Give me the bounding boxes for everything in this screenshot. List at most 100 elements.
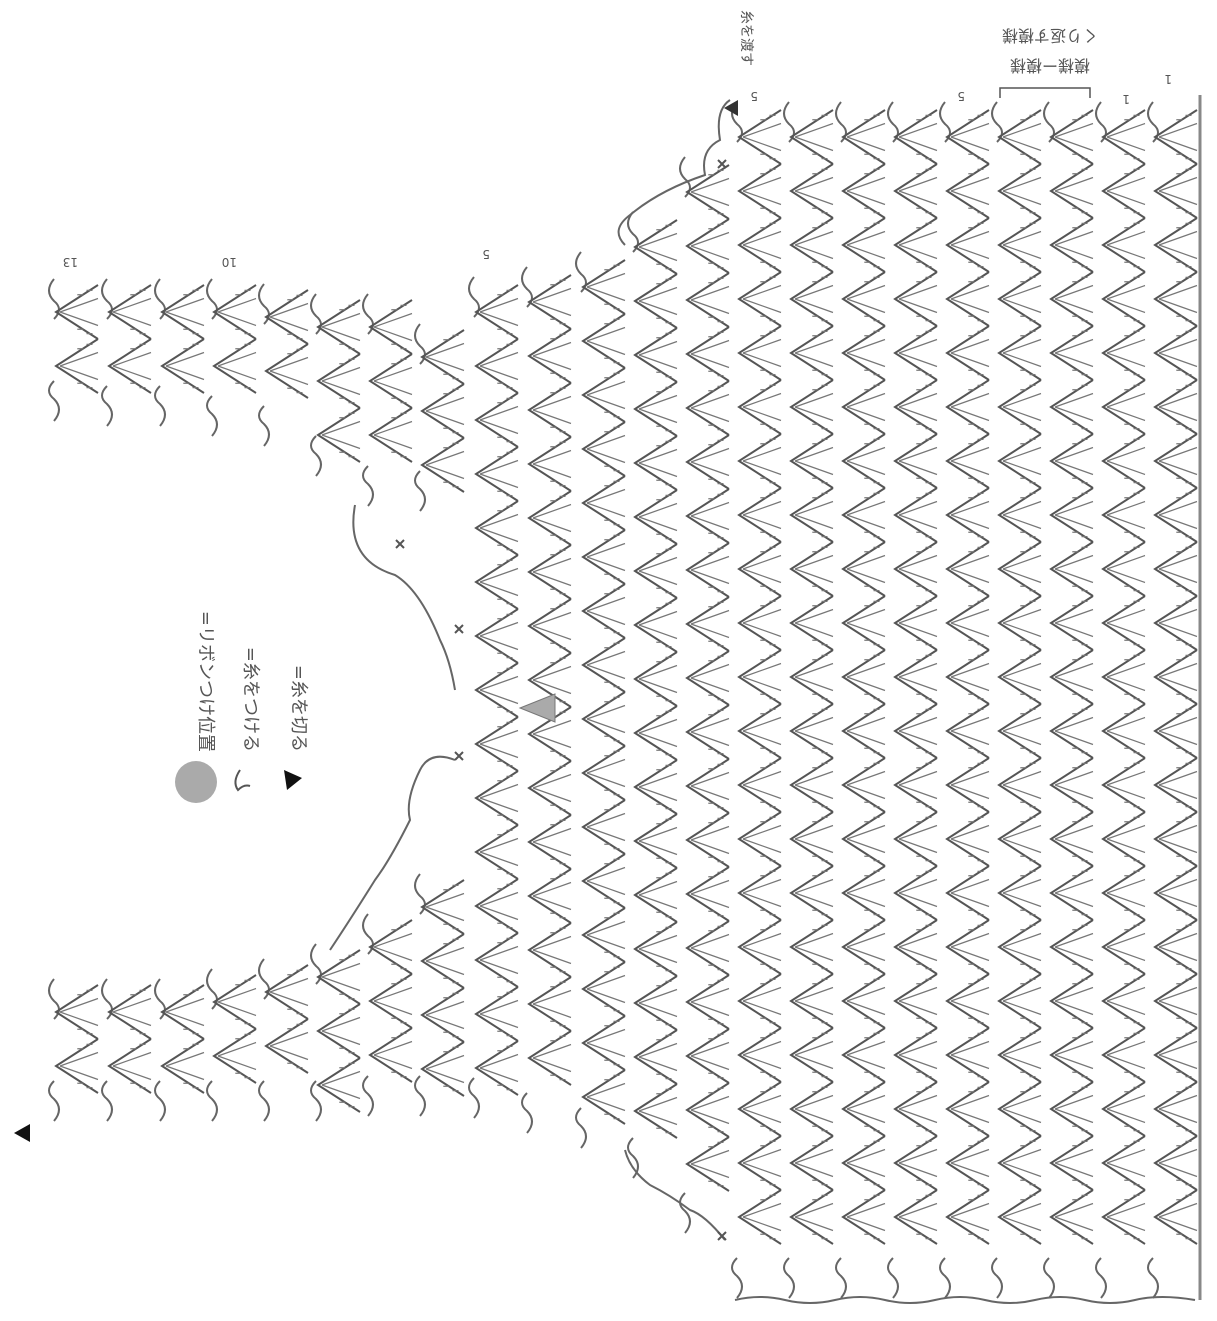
fan-stitch bbox=[895, 920, 937, 974]
fan-stitch bbox=[739, 596, 781, 650]
fan-stitch bbox=[1103, 974, 1145, 1028]
fan-stitch bbox=[318, 1058, 360, 1112]
fan-stitch bbox=[529, 437, 571, 491]
fan-stitch bbox=[1051, 650, 1093, 704]
body-rows bbox=[469, 102, 1197, 1298]
row-label: 13 bbox=[63, 255, 78, 269]
chain-loop bbox=[207, 969, 217, 1121]
fan-stitch bbox=[370, 300, 412, 354]
fan-stitch bbox=[476, 825, 518, 879]
fan-stitch bbox=[266, 344, 308, 398]
fan-stitch bbox=[895, 164, 937, 218]
fan-stitch bbox=[1103, 650, 1145, 704]
fan-stitch bbox=[999, 650, 1041, 704]
fan-stitch bbox=[739, 704, 781, 758]
fan-stitch bbox=[318, 300, 360, 354]
fan-stitch bbox=[843, 542, 885, 596]
fan-stitch bbox=[999, 110, 1041, 164]
fan-stitch bbox=[56, 985, 98, 1039]
legend-attach-label: =糸をつける bbox=[240, 647, 261, 752]
fan-stitch bbox=[1103, 1190, 1145, 1244]
fan-stitch bbox=[214, 975, 256, 1029]
fan-stitch bbox=[1051, 110, 1093, 164]
chain-loop bbox=[469, 277, 479, 1118]
fan-stitch bbox=[895, 812, 937, 866]
fan-stitch bbox=[1103, 326, 1145, 380]
fan-stitch bbox=[1103, 812, 1145, 866]
fan-stitch bbox=[1155, 866, 1197, 920]
fan-stitch bbox=[947, 596, 989, 650]
fan-stitch bbox=[1051, 920, 1093, 974]
fan-stitch bbox=[1155, 272, 1197, 326]
fan-stitch bbox=[1103, 164, 1145, 218]
fan-stitch bbox=[422, 1042, 464, 1096]
fan-stitch bbox=[999, 1028, 1041, 1082]
fan-stitch bbox=[843, 110, 885, 164]
fan-stitch bbox=[1155, 164, 1197, 218]
chain-loop bbox=[784, 102, 794, 1298]
fan-stitch bbox=[583, 422, 625, 476]
fan-stitch bbox=[843, 1136, 885, 1190]
fan-stitch bbox=[791, 542, 833, 596]
fan-stitch bbox=[1155, 974, 1197, 1028]
fan-stitch bbox=[999, 1082, 1041, 1136]
fan-stitch bbox=[214, 339, 256, 393]
fan-stitch bbox=[791, 434, 833, 488]
start-arrow-icon bbox=[14, 1124, 30, 1142]
fan-stitch bbox=[947, 434, 989, 488]
fan-stitch bbox=[843, 218, 885, 272]
fan-stitch bbox=[1155, 542, 1197, 596]
fan-stitch bbox=[687, 489, 729, 543]
fan-stitch bbox=[947, 1028, 989, 1082]
fan-stitch bbox=[1155, 110, 1197, 164]
fan-stitch bbox=[947, 758, 989, 812]
fan-stitch bbox=[895, 380, 937, 434]
fan-stitch bbox=[999, 218, 1041, 272]
fan-stitch bbox=[1103, 380, 1145, 434]
fan-stitch bbox=[687, 921, 729, 975]
fan-stitch bbox=[162, 285, 204, 339]
fan-stitch bbox=[1103, 1028, 1145, 1082]
fan-stitch bbox=[791, 704, 833, 758]
fan-stitch bbox=[1103, 1082, 1145, 1136]
fan-stitch bbox=[739, 812, 781, 866]
fan-stitch bbox=[635, 490, 677, 544]
fan-stitch bbox=[635, 1030, 677, 1084]
fan-stitch bbox=[1051, 974, 1093, 1028]
fan-stitch bbox=[476, 879, 518, 933]
fan-stitch bbox=[529, 869, 571, 923]
row-label: 5 bbox=[482, 247, 490, 261]
fan-stitch bbox=[1051, 1190, 1093, 1244]
fan-stitch bbox=[843, 866, 885, 920]
fan-stitch bbox=[529, 329, 571, 383]
fan-stitch bbox=[791, 596, 833, 650]
fan-stitch bbox=[635, 814, 677, 868]
fan-stitch bbox=[266, 1019, 308, 1073]
fan-stitch bbox=[583, 962, 625, 1016]
fan-stitch bbox=[947, 866, 989, 920]
fan-stitch bbox=[1051, 704, 1093, 758]
fan-stitch bbox=[687, 975, 729, 1029]
fan-stitch bbox=[843, 434, 885, 488]
fan-stitch bbox=[635, 220, 677, 274]
repeat-bracket bbox=[1000, 88, 1090, 98]
fan-stitch bbox=[529, 491, 571, 545]
fan-stitch bbox=[791, 1190, 833, 1244]
fan-stitch bbox=[1051, 434, 1093, 488]
fan-stitch bbox=[843, 326, 885, 380]
repeat-note-line1: くり返す模様 bbox=[1002, 26, 1098, 45]
fan-stitch bbox=[739, 974, 781, 1028]
fan-stitch bbox=[687, 813, 729, 867]
fan-stitch bbox=[476, 393, 518, 447]
chain-loop bbox=[940, 102, 950, 1298]
fan-stitch bbox=[1103, 1136, 1145, 1190]
row-label: 1 bbox=[1122, 92, 1130, 106]
fan-stitch bbox=[947, 1190, 989, 1244]
yarn-cut-icon bbox=[284, 770, 302, 790]
fan-stitch bbox=[1051, 1028, 1093, 1082]
fan-stitch bbox=[476, 285, 518, 339]
fan-stitch bbox=[370, 354, 412, 408]
fan-stitch bbox=[739, 758, 781, 812]
